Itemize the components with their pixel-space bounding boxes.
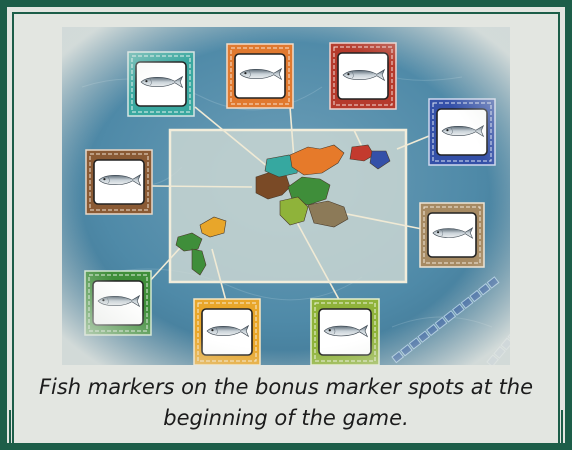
figure-caption: Fish markers on the bonus marker spots a… xyxy=(14,372,558,434)
board-vignette xyxy=(62,27,510,365)
frame-left-rule xyxy=(9,410,11,450)
game-board-image xyxy=(62,27,510,365)
frame-right-rule xyxy=(561,410,563,450)
